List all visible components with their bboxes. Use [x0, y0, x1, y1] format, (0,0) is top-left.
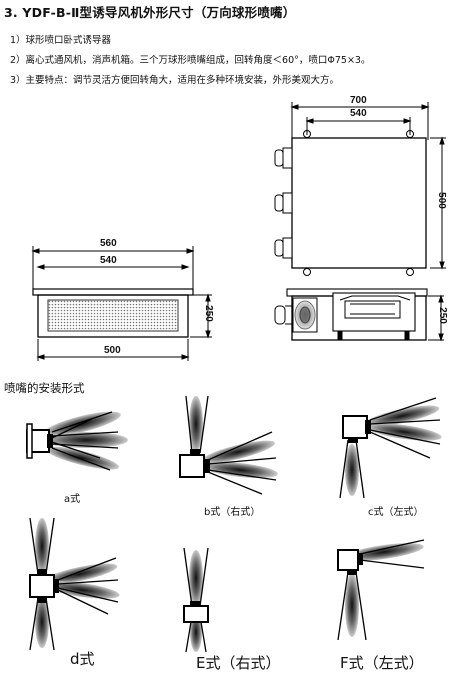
- feature-item-1: 1）球形喷口卧式诱导器: [10, 35, 112, 46]
- dim-label-250-side: 250: [436, 307, 448, 324]
- dim-label-500-vertical: 500: [435, 192, 447, 209]
- page-title: 3. YDF-B-Ⅱ型诱导风机外形尺寸（万向球形喷嘴）: [4, 5, 296, 20]
- install-form-d: [29, 517, 120, 651]
- dim-label-500-bottom: 500: [104, 345, 121, 356]
- top-view: [274, 102, 446, 276]
- caption-form-d: d式: [70, 650, 95, 668]
- unit-body-front: [37, 294, 189, 338]
- install-heading: 喷嘴的安装形式: [4, 381, 85, 395]
- caption-form-f: F式（左式）: [340, 654, 424, 672]
- dim-label-540-front: 540: [100, 255, 117, 266]
- side-view: [274, 288, 444, 342]
- front-view: [31, 246, 212, 361]
- install-form-e: [183, 547, 209, 653]
- caption-form-b: b式（右式）: [204, 507, 261, 518]
- caption-form-a: a式: [64, 494, 81, 505]
- unit-body-plan: [291, 137, 427, 269]
- caption-form-e: E式（右式）: [196, 654, 281, 672]
- caption-form-c: c式（左式）: [368, 507, 424, 518]
- install-form-c: [339, 397, 442, 499]
- dim-label-700: 700: [350, 95, 367, 106]
- install-form-a: [26, 411, 128, 471]
- dim-label-250-front: 250: [202, 305, 214, 322]
- dim-label-540-top: 540: [350, 108, 367, 119]
- install-form-b: [179, 395, 278, 495]
- feature-item-3: 3）主要特点：调节灵活方便回转角大，适用在多种环境安装，外形美观大方。: [10, 75, 340, 86]
- feature-item-2: 2）离心式通风机，消声机箱。三个万球形喷嘴组成，回转角度＜60°，喷口Φ75×3…: [10, 55, 371, 66]
- dim-label-560: 560: [100, 238, 117, 249]
- grille: [47, 299, 179, 332]
- install-form-f: [337, 539, 425, 641]
